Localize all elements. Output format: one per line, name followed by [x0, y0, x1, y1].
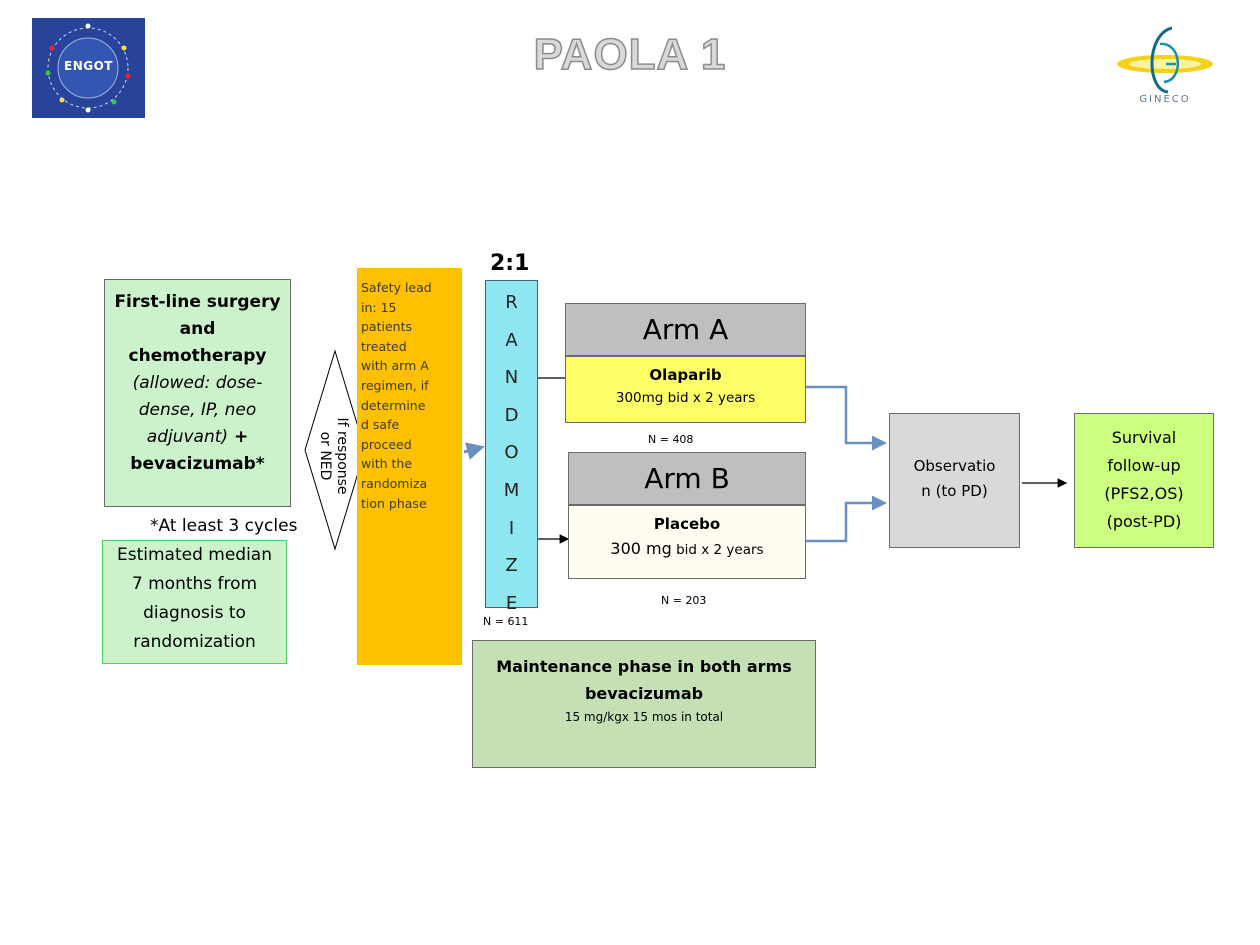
arm-a-drug-name: Olaparib [649, 366, 722, 384]
safety-line: proceed [361, 436, 412, 452]
safety-line: randomiza [361, 475, 428, 491]
first-line-line5: dense, IP, neo [138, 400, 257, 420]
randomize-letter: A [505, 329, 518, 351]
first-line-line7: bevacizumab* [130, 454, 265, 474]
arm-b-title: Arm B [568, 452, 806, 505]
median-line4: randomization [133, 632, 256, 652]
maintenance-line1: Maintenance phase in both arms [496, 657, 792, 676]
randomize-letter: E [505, 592, 518, 614]
median-line3: diagnosis to [143, 603, 246, 623]
first-line-line1: First-line surgery [114, 292, 281, 312]
randomize-letter: I [508, 517, 515, 539]
engot-logo-emblem [45, 23, 131, 113]
survival-line2: follow-up [1107, 456, 1181, 475]
safety-line: Safety lead [361, 280, 432, 295]
randomize-box: R A N D O M I Z E [485, 280, 538, 614]
arrow-arm-b-to-observation [806, 495, 887, 543]
engot-logo: ENGOT [32, 18, 145, 118]
arrow-safety-to-randomize [463, 442, 485, 460]
safety-line: patients [361, 319, 412, 335]
decision-line1: If response [334, 417, 350, 495]
arm-b-dose-rest: bid x 2 years [671, 542, 764, 558]
median-box: Estimated median 7 months from diagnosis… [102, 540, 287, 664]
arrow-arm-a-to-observation [806, 385, 887, 451]
decision-label: If response or NED [314, 404, 350, 508]
maintenance-box: Maintenance phase in both arms bevacizum… [472, 640, 816, 768]
arm-b-n-label: N = 203 [661, 594, 707, 607]
decision-diamond [304, 349, 366, 551]
decision-line2: or NED [317, 431, 333, 481]
arm-b-drug-name: Placebo [653, 515, 721, 533]
observation-line1: Observatio [913, 457, 996, 475]
safety-line: regimen, if [361, 377, 429, 393]
arm-a-drug-box: Olaparib 300mg bid x 2 years [565, 356, 806, 423]
arm-b-drug-box: Placebo 300 mg bid x 2 years [568, 505, 806, 579]
randomization-ratio: 2:1 [490, 251, 530, 276]
first-line-line6: adjuvant) [146, 427, 229, 447]
randomize-letter: M [503, 479, 520, 501]
cycles-note: *At least 3 cycles [150, 516, 298, 536]
safety-line: treated [361, 338, 407, 354]
safety-lead-box: Safety lead in: 15 patients treated with… [357, 268, 462, 665]
survival-line1: Survival [1111, 428, 1177, 447]
safety-line: with the [361, 456, 413, 472]
total-n-label: N = 611 [483, 615, 529, 628]
randomize-letter: Z [505, 555, 518, 577]
arm-a-n-label: N = 408 [648, 433, 694, 446]
arm-b-dose: 300 mg bid x 2 years [569, 539, 805, 558]
randomize-letter: N [504, 367, 519, 389]
gineco-logo: GINECO [1110, 24, 1220, 114]
arm-a-title: Arm A [565, 303, 806, 356]
randomize-letter: O [504, 442, 519, 464]
arm-a-dose: 300mg bid x 2 years [615, 390, 756, 406]
randomize-letter: D [504, 404, 519, 426]
safety-line: with arm A [361, 358, 429, 374]
survival-line3: (PFS2,OS) [1104, 484, 1184, 503]
first-line-box: First-line surgery and chemotherapy (all… [104, 279, 291, 507]
gineco-logo-text: GINECO [1139, 94, 1191, 105]
survival-box: Survival follow-up (PFS2,OS) (post-PD) [1074, 413, 1214, 548]
arm-b-dose-strong: 300 mg [610, 539, 672, 558]
median-line1: Estimated median [116, 545, 272, 565]
gineco-logo-emblem [1117, 26, 1213, 94]
first-line-line3: chemotherapy [128, 346, 267, 366]
median-line2: 7 months from [131, 574, 258, 594]
maintenance-line2: bevacizumab [584, 684, 704, 703]
observation-box: Observatio n (to PD) [889, 413, 1020, 548]
survival-line4: (post-PD) [1106, 512, 1182, 531]
first-line-line2: and [179, 319, 216, 339]
first-line-line6-suffix: + [228, 427, 249, 447]
page-title: PAOLA 1 [533, 29, 727, 80]
maintenance-dose: 15 mg/kgx 15 mos in total [564, 710, 724, 724]
engot-logo-text: ENGOT [64, 59, 113, 73]
observation-line2: n (to PD) [921, 482, 988, 500]
safety-line: tion phase [361, 495, 427, 511]
safety-line: determine [361, 397, 426, 413]
randomize-letter: R [505, 292, 518, 313]
safety-line: in: 15 [361, 299, 397, 315]
safety-line: d safe [361, 417, 400, 433]
first-line-line4: (allowed: dose- [132, 373, 263, 393]
